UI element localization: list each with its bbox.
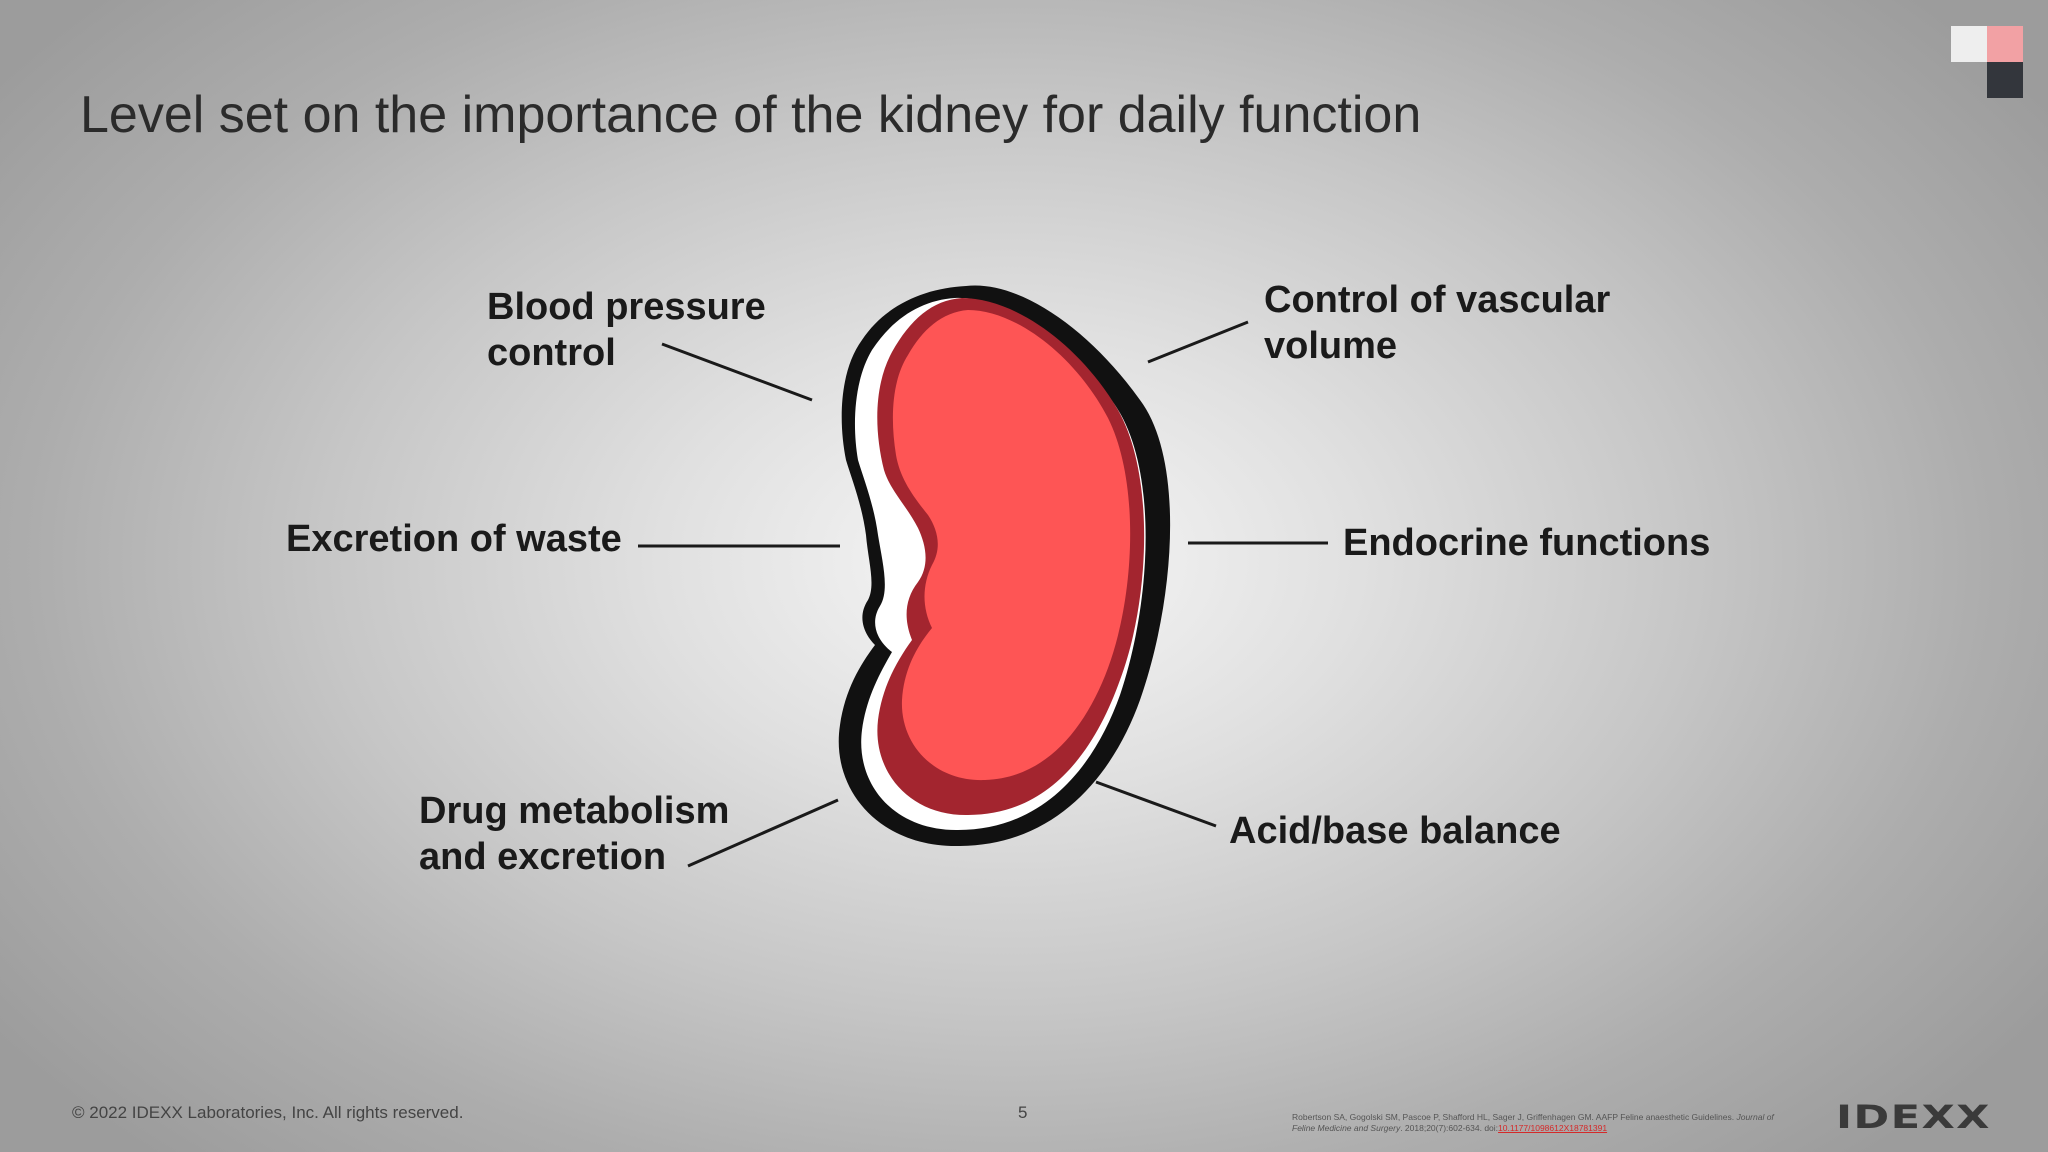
- label-excretion-of-waste: Excretion of waste: [286, 518, 622, 560]
- label-endocrine-functions: Endocrine functions: [1343, 522, 1711, 564]
- label-acid-base-balance: Acid/base balance: [1229, 810, 1561, 852]
- leader-line-vascular-volume: [1147, 320, 1249, 364]
- reference-journal: Journal of Feline Medicine and Surgery: [1292, 1112, 1774, 1133]
- label-control-of-vascular-volume: Control of vascular volume: [1264, 279, 1611, 367]
- kidney-body: [892, 310, 1131, 781]
- label-blood-pressure-control: Blood pressure control: [487, 286, 766, 374]
- label-drug-metabolism-and-excretion: Drug metabolism and excretion: [419, 790, 730, 878]
- page-number: 5: [1018, 1103, 1028, 1122]
- reference-authors: Robertson SA, Gogolski SM, Pascoe P, Sha…: [1292, 1112, 1735, 1122]
- leader-line-drug-metabolism: [687, 798, 839, 868]
- reference-details: . 2018;20(7):602-634. doi:: [1400, 1123, 1499, 1133]
- leader-line-blood-pressure: [661, 342, 813, 402]
- reference-doi-link[interactable]: 10.1177/1098612X18781391: [1498, 1123, 1608, 1133]
- corner-decoration-light: [1951, 26, 1987, 62]
- corner-decoration-dark: [1987, 62, 2023, 98]
- footer-copyright: © 2022 IDEXX Laboratories, Inc. All righ…: [72, 1103, 464, 1122]
- corner-decoration-pink: [1987, 26, 2023, 62]
- slide-title: Level set on the importance of the kidne…: [80, 85, 1422, 144]
- footer-reference: Robertson SA, Gogolski SM, Pascoe P, Sha…: [1292, 1112, 1792, 1134]
- idexx-logo: IDEXX: [1836, 1098, 1991, 1136]
- leader-line-acid-base: [1095, 780, 1217, 828]
